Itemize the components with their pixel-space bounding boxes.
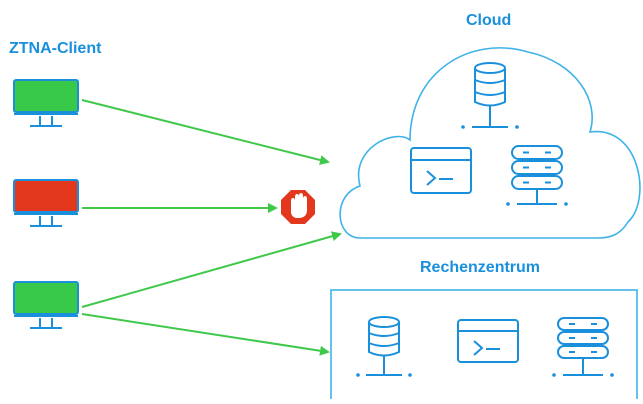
ztna-client-label: ZTNA-Client	[9, 40, 102, 57]
monitor-icon	[13, 179, 79, 227]
cloud-server	[506, 145, 568, 206]
cloud-shape	[339, 47, 641, 239]
server-icon	[506, 145, 568, 206]
client-monitor-3	[13, 281, 79, 329]
database-icon	[461, 62, 519, 129]
connection-arrows	[81, 99, 342, 356]
cloud-label: Cloud	[466, 12, 512, 29]
datacenter-server	[552, 317, 614, 377]
terminal-icon	[457, 319, 519, 363]
terminal-icon	[410, 147, 472, 194]
stop-hand-icon	[281, 190, 315, 224]
monitor-icon	[13, 281, 79, 329]
datacenter-label: Rechenzentrum	[420, 259, 541, 276]
database-icon	[356, 316, 412, 377]
arrow-client1-to-cloud	[81, 99, 330, 165]
arrow-client3-to-datacenter	[81, 313, 330, 356]
arrow-client3-to-cloud	[81, 231, 342, 308]
cloud-terminal	[410, 147, 472, 194]
cloud-database	[461, 62, 519, 129]
datacenter-terminal	[457, 319, 519, 363]
server-icon	[552, 317, 614, 377]
client-monitor-2	[13, 179, 79, 227]
datacenter-database	[356, 316, 412, 377]
monitor-icon	[13, 79, 79, 127]
client-monitor-1	[13, 79, 79, 127]
